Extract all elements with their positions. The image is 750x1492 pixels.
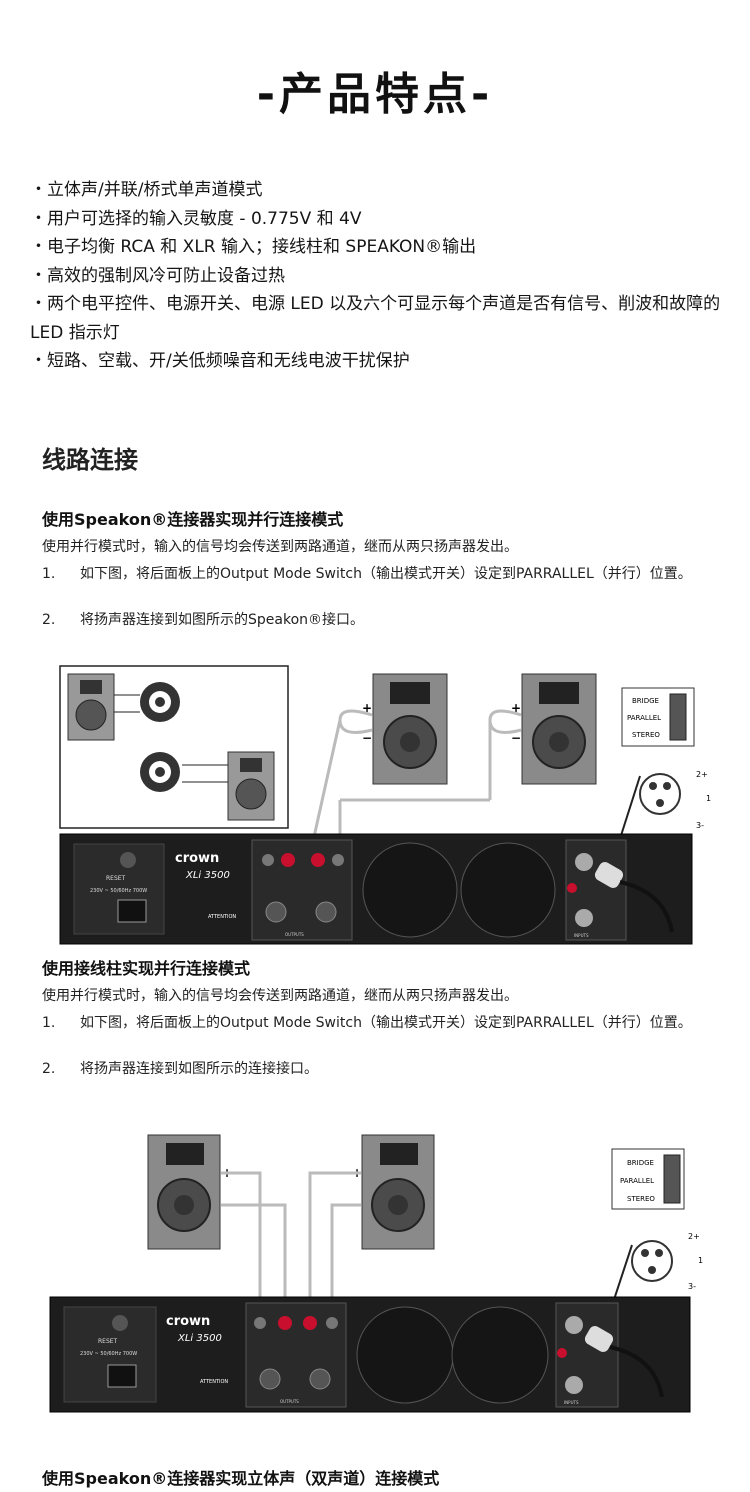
speaker-right: [361, 1134, 435, 1250]
reset-label: RESET: [106, 875, 126, 882]
speakon-parallel-heading: 使用Speakon®连接器实现并行连接模式: [42, 510, 344, 529]
step-number: 1.: [42, 566, 56, 582]
mode-option: PARALLEL: [620, 1177, 654, 1185]
model-name: XLi 3500: [185, 870, 230, 881]
step-text: 将扬声器连接到如图所示的连接接口。: [80, 1061, 318, 1077]
voltage-label: 230V ~ 50/60Hz 700W: [90, 888, 147, 894]
step-text: 将扬声器连接到如图所示的Speakon®接口。: [80, 612, 365, 628]
binding-parallel-diagram: + − + − BRIDGE PARALLEL STEREO 2+ 1 3- R…: [49, 1134, 703, 1413]
speakon-parallel-step-2: 2. 将扬声器连接到如图所示的Speakon®接口。: [42, 611, 722, 629]
xlr-pin: 3-: [688, 1282, 696, 1291]
mode-option: BRIDGE: [632, 697, 659, 705]
inset-speaker-bottom: [227, 751, 275, 821]
feature-list: ・立体声/并联/桥式单声道模式 ・用户可选择的输入灵敏度 - 0.775V 和 …: [30, 176, 730, 376]
binding-parallel-desc: 使用并行模式时，输入的信号均会传送到两路通道，继而从两只扬声器发出。: [42, 988, 518, 1004]
polarity-minus: −: [362, 731, 372, 745]
reset-label: RESET: [98, 1338, 118, 1345]
step-number: 2.: [42, 1061, 56, 1077]
inset-connector-bottom: [140, 752, 180, 792]
step-number: 1.: [42, 1015, 56, 1031]
outputs-label: OUTPUTS: [285, 932, 304, 937]
speaker-left: [372, 673, 448, 785]
step-text: 如下图，将后面板上的Output Mode Switch（输出模式开关）设定到P…: [80, 1015, 692, 1031]
step-number: 2.: [42, 612, 56, 628]
mode-option: STEREO: [632, 731, 660, 739]
xlr-pin: 1: [698, 1256, 703, 1265]
speakon-parallel-step-1: 1. 如下图，将后面板上的Output Mode Switch（输出模式开关）设…: [42, 565, 722, 601]
amplifier-rear-panel: RESET 230V ~ 50/60Hz 700W crown XLi 3500…: [49, 1296, 691, 1413]
feature-item: ・高效的强制风冷可防止设备过热: [30, 265, 285, 286]
polarity-minus: −: [511, 731, 521, 745]
voltage-label: 230V ~ 50/60Hz 700W: [80, 1351, 137, 1357]
attention-label: ATTENTION: [200, 1379, 228, 1385]
brand-logo: crown: [166, 1314, 210, 1329]
xlr-pin: 2+: [696, 770, 708, 779]
polarity-plus: +: [362, 701, 372, 715]
speaker-right: [521, 673, 597, 785]
inset-speaker-top: [67, 673, 115, 741]
binding-parallel-step-2: 2. 将扬声器连接到如图所示的连接接口。: [42, 1060, 722, 1078]
xlr-connector-diagram: 2+ 1 3-: [631, 1232, 703, 1291]
inset-connector-top: [140, 682, 180, 722]
mode-switch: BRIDGE PARALLEL STEREO: [611, 1148, 685, 1210]
xlr-pin: 1: [706, 794, 711, 803]
page-title: -产品特点-: [256, 69, 494, 120]
step-text: 如下图，将后面板上的Output Mode Switch（输出模式开关）设定到P…: [80, 566, 692, 582]
feature-item: ・用户可选择的输入灵敏度 - 0.775V 和 4V: [30, 208, 362, 229]
attention-label: ATTENTION: [208, 914, 236, 920]
brand-logo: crown: [175, 851, 219, 866]
feature-item: ・立体声/并联/桥式单声道模式: [30, 180, 263, 200]
feature-item: ・两个电平控件、电源开关、电源 LED 以及六个可显示每个声道是否有信号、削波和…: [30, 294, 721, 343]
polarity-plus: +: [511, 701, 521, 715]
speakon-parallel-diagram: + − + − BRIDGE PARALLEL STEREO 2+ 1 3- R…: [59, 665, 711, 945]
binding-parallel-heading: 使用接线柱实现并行连接模式: [42, 959, 251, 978]
xlr-pin: 2+: [688, 1232, 700, 1241]
inputs-label: INPUTS: [574, 933, 589, 938]
outputs-label: OUTPUTS: [280, 1399, 299, 1404]
inputs-label: INPUTS: [564, 1400, 579, 1405]
feature-item: ・电子均衡 RCA 和 XLR 输入；接线柱和 SPEAKON®输出: [30, 237, 477, 257]
mode-option: STEREO: [627, 1195, 655, 1203]
mode-switch: BRIDGE PARALLEL STEREO: [621, 687, 695, 747]
speakon-parallel-desc: 使用并行模式时，输入的信号均会传送到两路通道，继而从两只扬声器发出。: [42, 539, 518, 555]
xlr-pin: 3-: [696, 821, 704, 830]
feature-item: ・短路、空载、开/关低频噪音和无线电波干扰保护: [30, 351, 410, 371]
mode-option: BRIDGE: [627, 1159, 654, 1167]
section-heading: 线路连接: [42, 446, 138, 474]
model-name: XLi 3500: [177, 1333, 222, 1344]
speaker-left: [147, 1134, 221, 1250]
mode-option: PARALLEL: [627, 714, 661, 722]
xlr-connector-diagram: 2+ 1 3-: [639, 770, 711, 830]
amplifier-rear-panel: RESET 230V ~ 50/60Hz 700W crown XLi 3500…: [59, 833, 693, 945]
binding-parallel-step-1: 1. 如下图，将后面板上的Output Mode Switch（输出模式开关）设…: [42, 1014, 722, 1050]
speakon-stereo-heading: 使用Speakon®连接器实现立体声（双声道）连接模式: [42, 1469, 440, 1488]
